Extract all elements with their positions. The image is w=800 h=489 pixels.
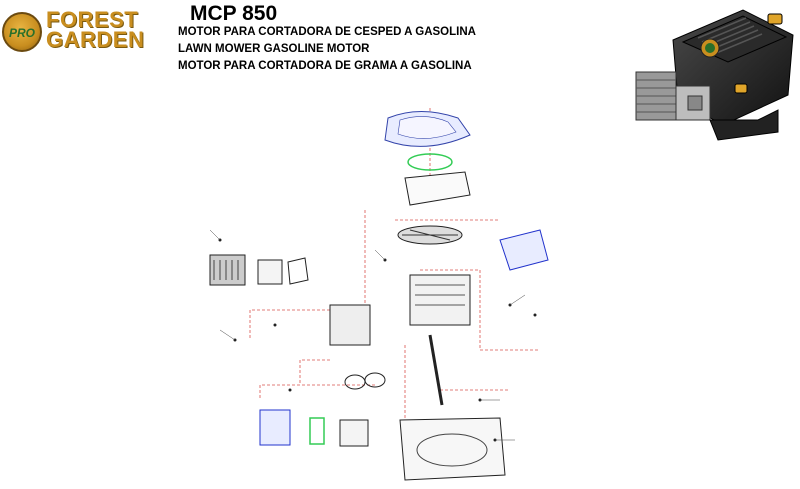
exploded-diagram-icon: [209, 108, 549, 481]
model-title: MCP 850: [190, 2, 278, 25]
engine-photo-icon: [635, 9, 794, 141]
brand-word-garden: GARDEN: [46, 27, 145, 52]
description-en: LAWN MOWER GASOLINE MOTOR: [178, 43, 370, 55]
description-pt: MOTOR PARA CORTADORA DE GRAMA A GASOLINA: [178, 60, 472, 72]
brand-logo: PRO FOREST GARDEN: [0, 8, 175, 58]
brand-word-forest: FOREST: [46, 7, 139, 32]
brand-wordmark: FOREST GARDEN: [46, 7, 145, 52]
pro-badge-icon: PRO: [2, 12, 42, 52]
description-es: MOTOR PARA CORTADORA DE CESPED A GASOLIN…: [178, 26, 476, 38]
pro-badge-text: PRO: [8, 26, 35, 40]
